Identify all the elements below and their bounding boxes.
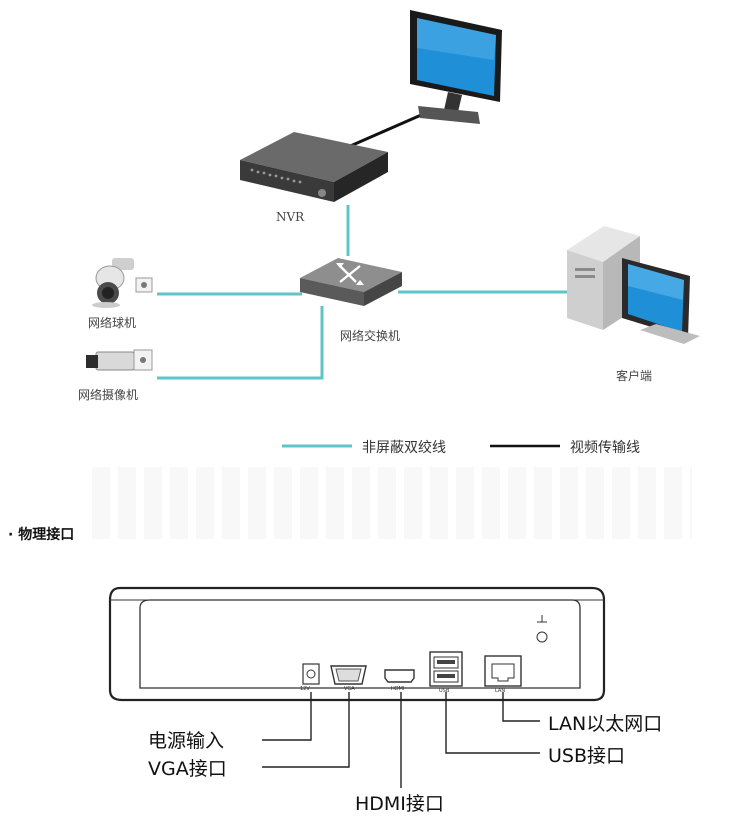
ground-icon (536, 615, 548, 643)
dc-silk-label: 12V (300, 686, 310, 692)
hdmi-silk-label: HDMI (391, 686, 405, 692)
lan-port (484, 655, 522, 687)
power-leader (262, 692, 312, 741)
box-camera-label: 网络摄像机 (78, 388, 139, 402)
lan-port-label: LAN以太网口 (548, 713, 663, 735)
hdmi-port (384, 669, 415, 683)
switch-label: 网络交换机 (340, 329, 401, 343)
usb-leader (445, 692, 540, 754)
lan-silk-label: LAN (495, 688, 506, 694)
client-label: 客户端 (616, 369, 653, 383)
legend-video-label: 视频传输线 (570, 440, 640, 456)
topology-diagram (86, 10, 700, 448)
rear-panel-diagram (108, 586, 606, 788)
vga-leader (262, 692, 350, 768)
vga-port-label: VGA接口 (148, 758, 227, 780)
section-title: · 物理接口 (8, 527, 75, 543)
power-input-label: 电源输入 (148, 730, 225, 752)
leader-lines (262, 692, 540, 788)
monitor-icon (410, 10, 502, 124)
dome-camera-label: 网络球机 (88, 316, 137, 330)
box-camera-icon (86, 349, 153, 371)
nvr-device-icon (240, 132, 388, 202)
power-port (302, 663, 320, 685)
lan-leader (502, 692, 540, 722)
background-texture (92, 467, 692, 539)
vga-silk-label: VGA (344, 686, 355, 692)
usb-silk-label: USB (439, 688, 450, 694)
usb-port (429, 651, 463, 687)
nvr-label: NVR (276, 210, 305, 224)
vga-port (330, 665, 367, 685)
nvr-rear-panel (108, 586, 606, 702)
desktop-pc-icon (567, 226, 700, 344)
network-switch-icon (300, 258, 402, 306)
cable-camera-switch (157, 306, 324, 380)
legend-utp-label: 非屏蔽双绞线 (362, 440, 446, 456)
dome-camera-icon (92, 258, 153, 308)
hdmi-port-label: HDMI接口 (355, 793, 444, 815)
usb-port-label: USB接口 (548, 745, 626, 767)
utp-cables (157, 205, 568, 380)
